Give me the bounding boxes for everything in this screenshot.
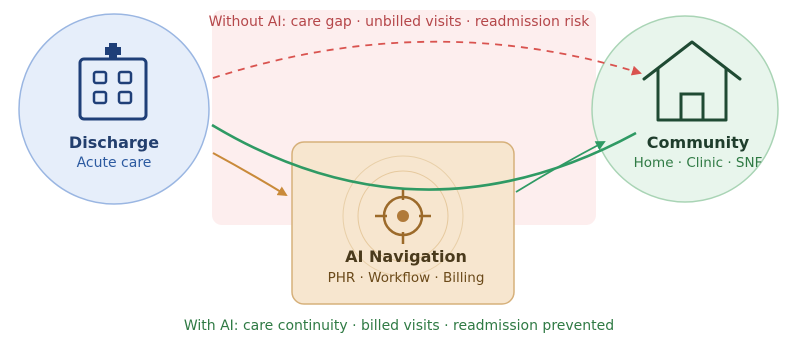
ai-navigation-node	[291, 141, 515, 305]
ai-navigation-title: AI Navigation	[345, 247, 467, 266]
hospital-building-icon	[78, 43, 148, 121]
community-title: Community	[646, 133, 750, 152]
handoff-arrow	[212, 152, 288, 197]
continuity-path	[211, 123, 637, 191]
community-subtitle: Home · Clinic · SNF	[633, 155, 763, 171]
ai-navigation-subtitle: PHR · Workflow · Billing	[327, 270, 485, 286]
with-ai-caption: With AI: care continuity · billed visits…	[183, 318, 615, 334]
without-ai-caption: Without AI: care gap · unbilled visits ·…	[208, 14, 590, 30]
discharge-subtitle: Acute care	[76, 155, 152, 171]
ai-to-community-arrow	[515, 141, 606, 193]
discharge-node	[18, 13, 210, 205]
community-node	[591, 15, 779, 203]
radar-rings	[342, 155, 464, 277]
house-icon	[642, 40, 742, 122]
crosshair-target-icon	[375, 188, 431, 244]
discharge-title: Discharge	[68, 133, 160, 152]
